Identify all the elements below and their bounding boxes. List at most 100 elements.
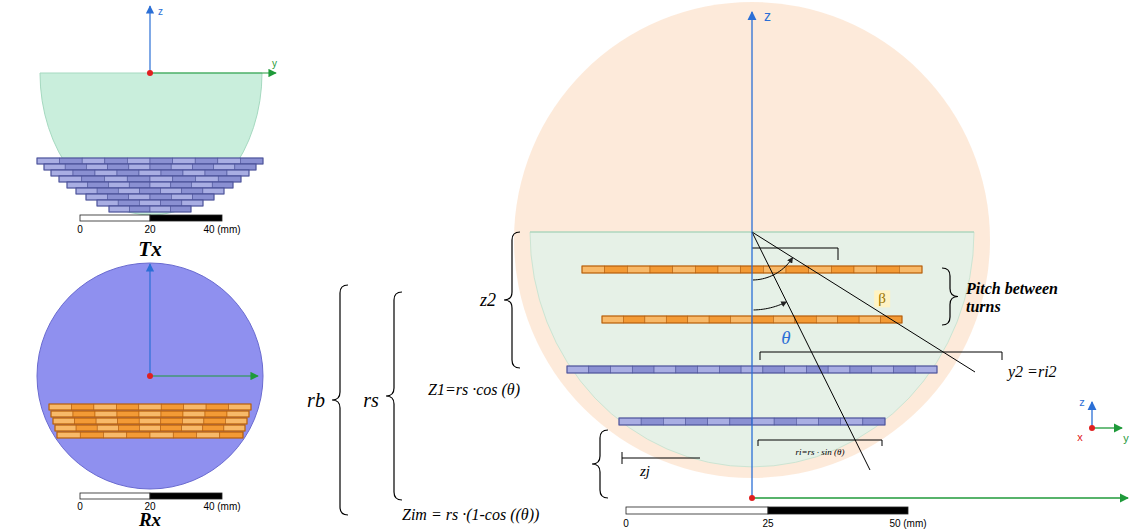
coil-segment: [708, 418, 730, 425]
coil-segment: [698, 366, 720, 373]
coil-turn: [37, 158, 263, 164]
coil-segment: [97, 425, 118, 431]
coil-segment: [82, 176, 105, 182]
coil-segment: [127, 432, 150, 438]
coil-segment: [94, 404, 116, 410]
coil-segment: [109, 182, 130, 188]
origin-dot: [147, 373, 153, 379]
dimension-formula: Zim = rs ·(1-cos ((θ)): [402, 506, 539, 524]
coil-segment: [139, 411, 161, 417]
cross-section: [504, 2, 1128, 514]
angle-label: θ: [781, 327, 790, 349]
coil-segment: [795, 316, 816, 323]
coil-segment: [182, 425, 203, 431]
scale-tick: 25: [762, 518, 773, 530]
coil-segment: [171, 182, 192, 188]
coil-segment: [235, 164, 256, 170]
coil-segment: [73, 411, 95, 417]
coil-segment: [203, 425, 224, 431]
coil-segment: [206, 404, 228, 410]
coil-segment: [915, 366, 937, 373]
scale-tick: 0: [77, 501, 83, 513]
z-axis: [149, 264, 150, 376]
coil-segment: [196, 176, 219, 182]
coil-turn: [97, 200, 203, 206]
view-title: Tx: [138, 237, 161, 261]
coil-segment: [872, 366, 894, 373]
coil-segment: [173, 158, 196, 164]
scale-bar: [80, 493, 222, 499]
coil-outline: [37, 158, 263, 164]
coil-segment: [796, 418, 818, 425]
coil-segment: [719, 366, 741, 373]
axis-label: z: [764, 8, 771, 24]
coil-turn: [59, 176, 241, 182]
coil-segment: [192, 164, 213, 170]
coil-outline: [44, 164, 256, 170]
coil-segment: [619, 418, 641, 425]
dimension-mark: [758, 440, 882, 446]
scale-bar-white: [80, 215, 150, 221]
scale-tick: 0: [77, 224, 83, 236]
coil-segment: [65, 164, 86, 170]
dimension-label: zj: [640, 463, 650, 480]
scale-tick: 20: [144, 224, 155, 236]
axis-label: z: [158, 6, 163, 18]
dimension-mark: [760, 352, 1002, 360]
coil-segment: [37, 158, 60, 164]
dimension-formula: Z1=rs ·cos (θ): [428, 381, 520, 399]
coil-segment: [44, 164, 65, 170]
coil-outline: [51, 411, 249, 417]
coil-segment: [150, 194, 171, 200]
coil-segment: [218, 158, 241, 164]
coil-segment: [650, 266, 673, 273]
coil-segment: [863, 418, 885, 425]
coil-segment: [139, 425, 160, 431]
scale-tick: 0: [623, 518, 629, 530]
coil-segment: [118, 418, 140, 424]
coil-segment: [752, 316, 773, 323]
coil-segment: [95, 170, 117, 176]
coil-segment: [688, 316, 709, 323]
coil-segment: [59, 176, 82, 182]
coil-turn: [55, 425, 245, 431]
coil-outline: [59, 176, 241, 182]
coil-segment: [205, 411, 227, 417]
coil-segment: [828, 366, 850, 373]
coil-segment: [105, 176, 128, 182]
dimension-note: Pitch between turns: [966, 280, 1084, 317]
coil-segment: [220, 432, 243, 438]
coil-segment: [859, 316, 880, 323]
hemisphere: [40, 73, 262, 215]
coil-segment: [171, 164, 192, 170]
coil-segment: [623, 316, 644, 323]
coil-segment: [645, 316, 666, 323]
coil-outline: [53, 418, 247, 424]
z-axis: [1091, 402, 1092, 428]
curly-brace: [942, 268, 958, 325]
coil-outline: [49, 404, 251, 410]
coil-segment: [55, 425, 76, 431]
coil-segment: [582, 266, 605, 273]
origin-dot: [1089, 425, 1095, 431]
coil-segment: [627, 266, 650, 273]
coil-segment: [773, 316, 794, 323]
coil-outline: [55, 425, 245, 431]
coil-segment: [127, 176, 150, 182]
coil-segment: [118, 425, 139, 431]
coil-turn: [86, 194, 214, 200]
coil-segment: [602, 316, 623, 323]
coil-segment: [71, 404, 93, 410]
z-axis: [751, 12, 752, 498]
coil-turn: [57, 432, 243, 438]
axis-label: y: [272, 58, 277, 70]
coil-segment: [150, 164, 171, 170]
coil-segment: [183, 411, 205, 417]
coil-segment: [731, 316, 752, 323]
coil-segment: [183, 170, 205, 176]
origin-dot: [749, 495, 755, 501]
coil-turn: [49, 404, 251, 410]
coil-segment: [240, 158, 263, 164]
coil-segment: [107, 194, 128, 200]
